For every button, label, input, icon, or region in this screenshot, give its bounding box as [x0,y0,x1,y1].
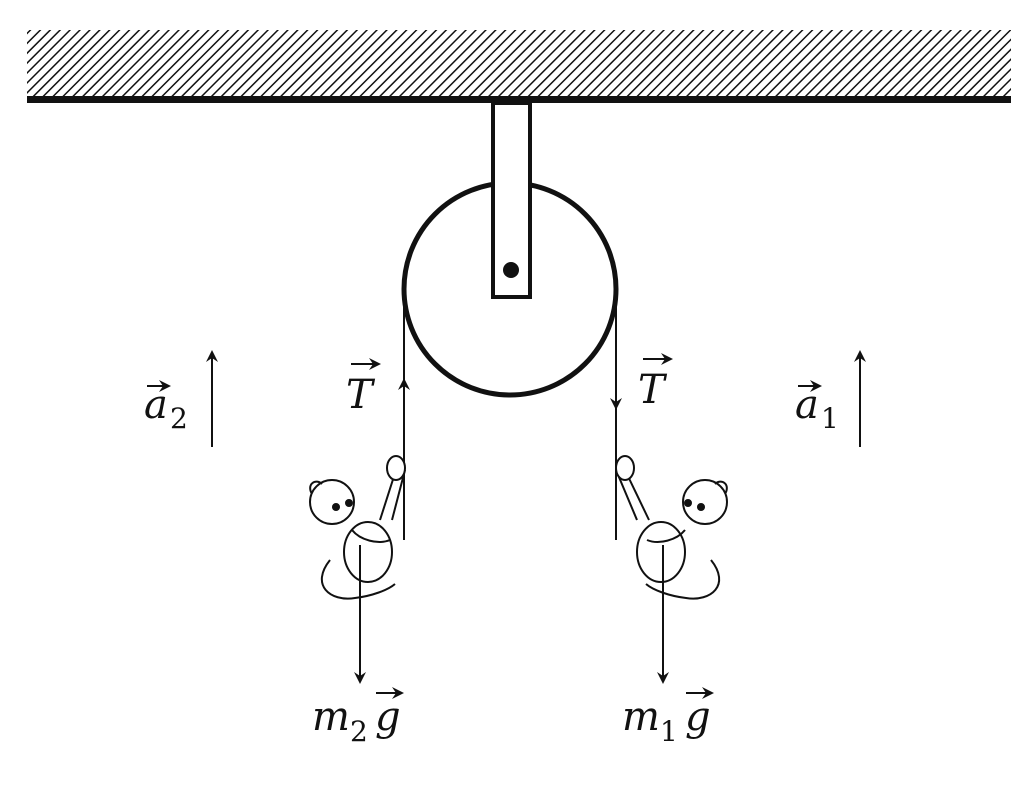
svg-text:1: 1 [660,715,678,748]
pulley-bracket [491,101,532,299]
svg-text:m: m [312,694,350,740]
svg-text:a: a [144,382,168,428]
pulley-axle [503,262,519,278]
monkey-left [309,455,406,600]
monkey-right [615,455,728,600]
label-accel-left: a 2 [144,380,188,435]
label-tension-left: T [346,358,381,418]
svg-text:1: 1 [821,402,839,435]
svg-text:a: a [795,382,819,428]
label-weight-left: m 2 g [312,687,404,748]
svg-text:T: T [346,372,376,418]
svg-text:2: 2 [170,402,188,435]
svg-text:T: T [638,367,668,413]
svg-text:m: m [622,694,660,740]
label-tension-right: T [638,353,673,413]
label-accel-right: a 1 [795,380,839,435]
svg-text:g: g [685,694,711,740]
label-weight-right: m 1 g [622,687,714,748]
svg-text:2: 2 [350,715,368,748]
svg-text:g: g [375,694,401,740]
ceiling [27,30,1011,103]
